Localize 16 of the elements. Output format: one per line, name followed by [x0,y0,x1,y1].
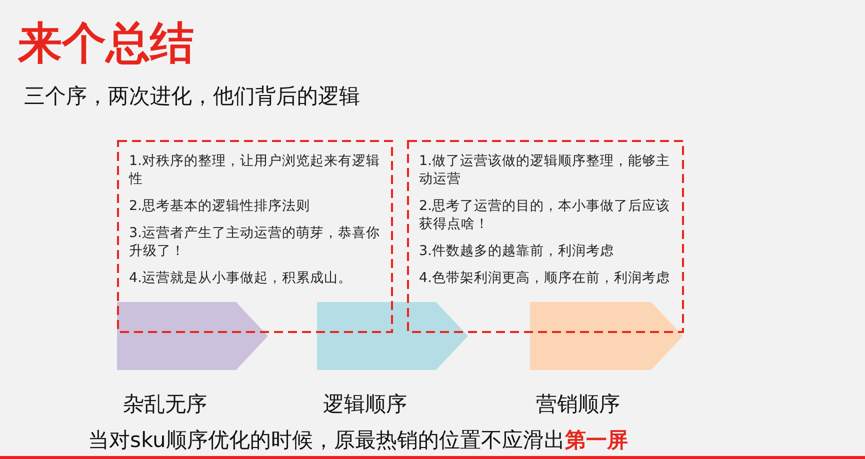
stage-label: 营销顺序 [536,391,620,418]
list-item: 2.思考了运营的目的，本小事做了后应该获得点啥！ [419,197,671,233]
list-item: 1.对秩序的整理，让用户浏览起来有逻辑性 [129,152,381,188]
stage-label: 逻辑顺序 [323,391,407,418]
list-item: 4.色带架利润更高，顺序在前，利润考虑 [419,269,671,287]
list-item: 3.件数越多的越靠前，利润考虑 [419,242,615,260]
dashed-text-box [407,140,684,333]
list-item: 2.思考基本的逻辑性排序法则 [129,197,311,215]
dashed-text-box [117,140,393,333]
caption: 当对sku顺序优化的时候，原最热销的位置不应滑出第一屏 [88,427,628,454]
list-item: 4.运营就是从小事做起，积累成山。 [129,269,353,287]
slide-title: 来个总结 [18,17,194,71]
list-item: 3.运营者产生了主动运营的萌芽，恭喜你升级了！ [129,224,381,260]
list-item: 1.做了运营该做的逻辑顺序整理，能够主动运营 [419,152,671,188]
subtitle: 三个序，两次进化，他们背后的逻辑 [24,83,360,110]
stage-label: 杂乱无序 [123,391,207,418]
